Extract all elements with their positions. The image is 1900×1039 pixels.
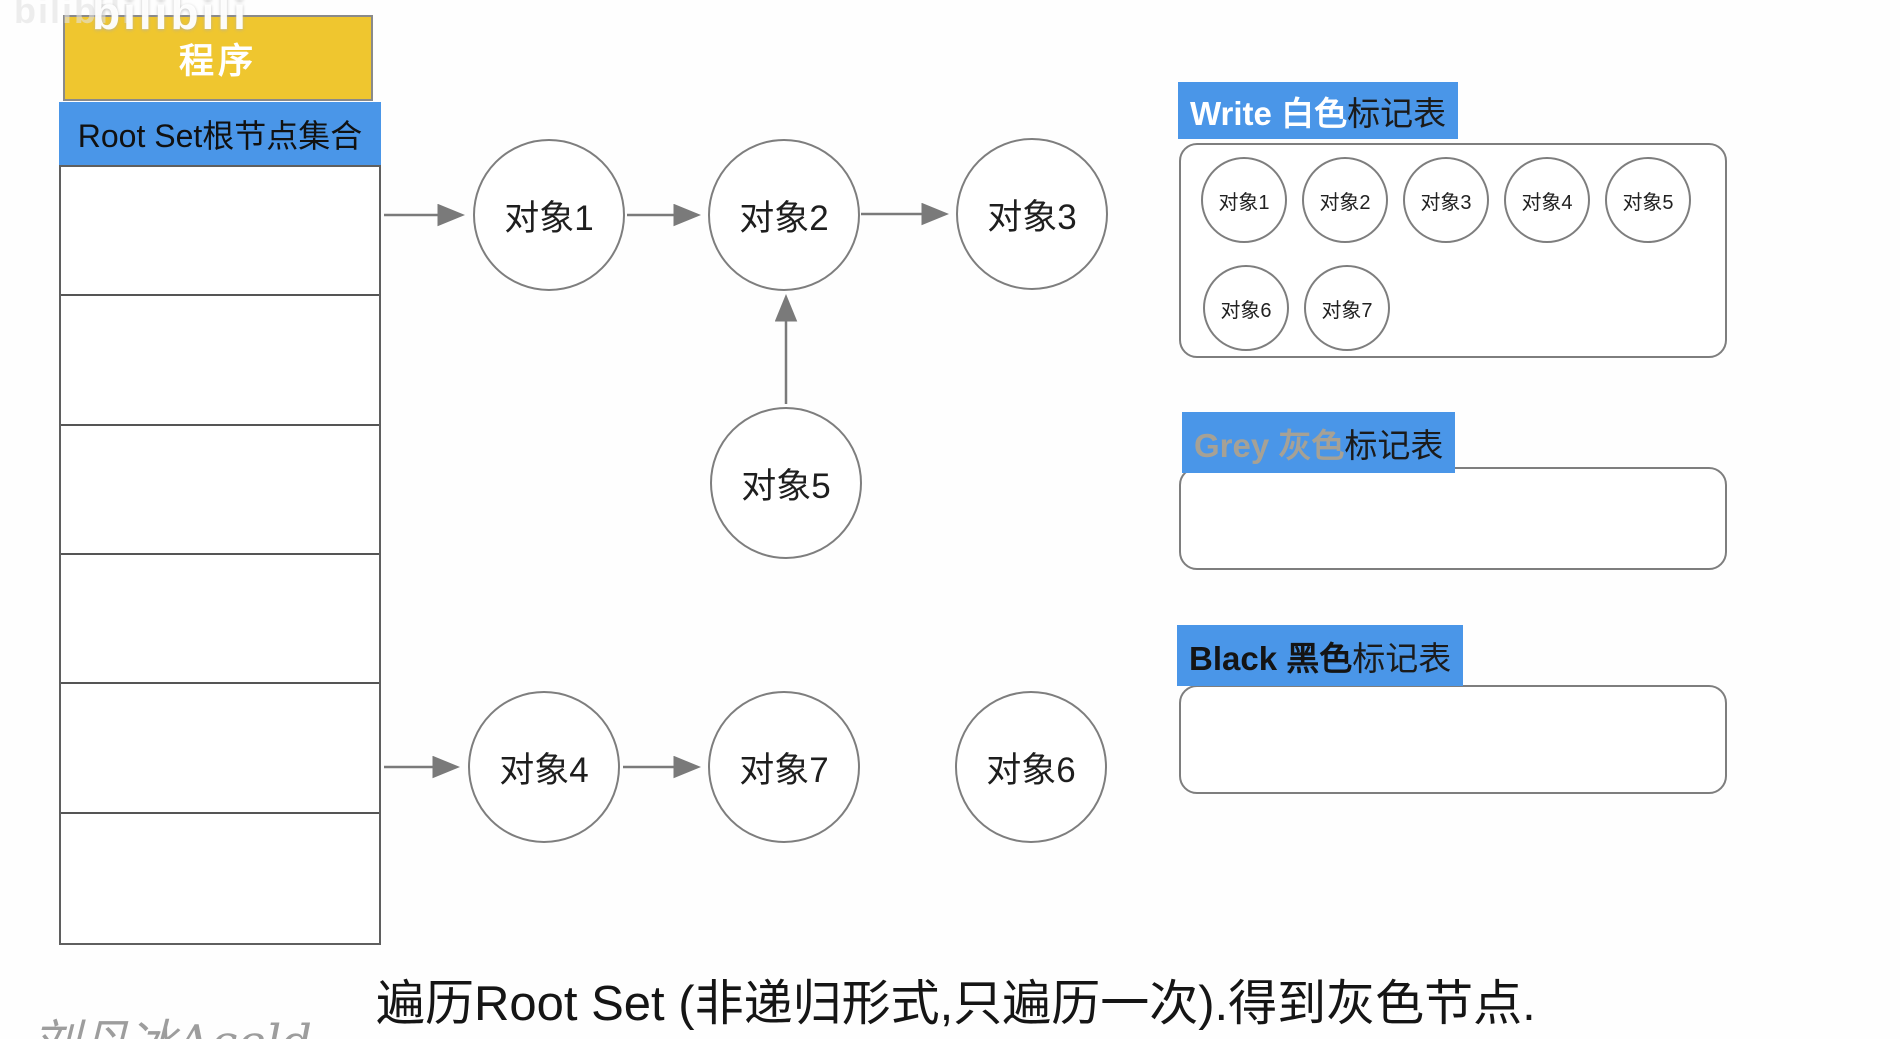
stack-row xyxy=(61,426,379,555)
object-node-2: 对象2 xyxy=(708,139,860,291)
grey-table-label: Grey 灰色标记表 xyxy=(1182,412,1456,473)
white-table-item: 对象2 xyxy=(1302,157,1388,243)
object-node-1: 对象1 xyxy=(473,139,625,291)
white-table-label-highlight: Write 白色 xyxy=(1190,94,1348,132)
white-table-item: 对象3 xyxy=(1403,157,1489,243)
black-table-box xyxy=(1179,685,1727,794)
bilibili-watermark-faint: bilibili xyxy=(14,0,134,31)
grey-table-label-highlight: Grey 灰色 xyxy=(1194,426,1345,464)
white-table-label-rest: 标记表 xyxy=(1347,94,1447,132)
object-node-5: 对象5 xyxy=(710,407,862,559)
stack-row xyxy=(61,555,379,685)
black-table-label: Black 黑色标记表 xyxy=(1177,625,1464,686)
white-table-item: 对象1 xyxy=(1201,157,1287,243)
stack-row xyxy=(61,684,379,814)
caption: 遍历Root Set (非递归形式,只遍历一次).得到灰色节点. xyxy=(376,977,1536,1031)
author-watermark: 刘丹冰Aceld xyxy=(32,1003,312,1039)
black-table-label-highlight: Black 黑色 xyxy=(1189,639,1353,677)
object-node-6: 对象6 xyxy=(955,691,1107,843)
white-table-label: Write 白色标记表 xyxy=(1178,82,1459,139)
bilibili-watermark: bilibili xyxy=(92,0,249,39)
white-table-item: 对象6 xyxy=(1203,265,1289,351)
object-node-4: 对象4 xyxy=(468,691,620,843)
white-table-item: 对象5 xyxy=(1605,157,1691,243)
black-table-label-rest: 标记表 xyxy=(1352,639,1452,677)
root-set-row: Root Set根节点集合 xyxy=(59,102,381,165)
white-table-box: 对象1 对象2 对象3 对象4 对象5 对象6 对象7 xyxy=(1179,143,1727,358)
object-node-3: 对象3 xyxy=(956,138,1108,290)
stack-row xyxy=(61,167,379,297)
program-stack-table xyxy=(59,165,381,945)
stack-row xyxy=(61,296,379,426)
grey-table-label-rest: 标记表 xyxy=(1344,426,1444,464)
white-table-item: 对象4 xyxy=(1504,157,1590,243)
program-header: 程序 xyxy=(63,15,373,101)
object-node-7: 对象7 xyxy=(708,691,860,843)
white-table-item: 对象7 xyxy=(1304,265,1390,351)
